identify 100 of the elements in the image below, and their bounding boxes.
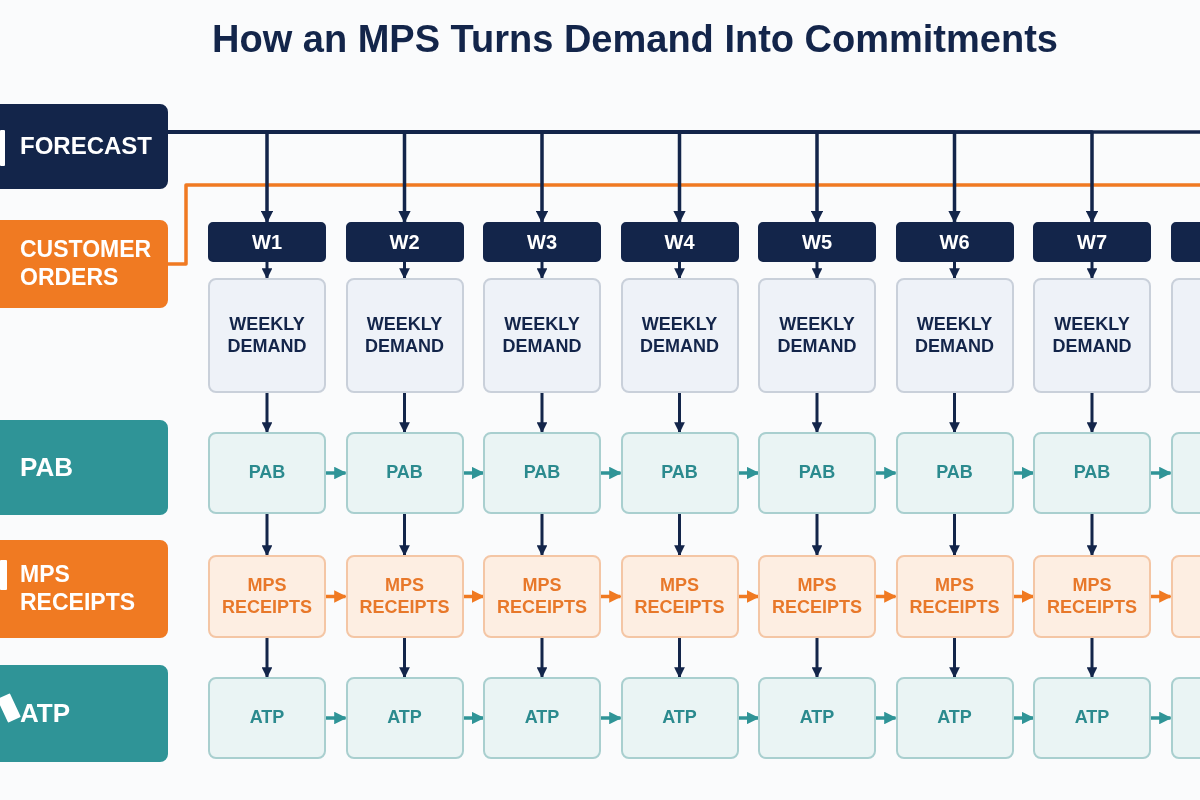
node-label: WEEKLY DEMAND	[501, 313, 583, 358]
arrow	[1013, 590, 1035, 603]
arrow	[674, 262, 685, 280]
arrow	[674, 393, 685, 434]
arrow	[1013, 711, 1035, 725]
node-label: WEEKLY DEMAND	[914, 313, 995, 358]
arrow	[399, 514, 410, 557]
row-label	[0, 420, 168, 515]
pab-box	[483, 432, 601, 514]
node-label: MPS RECEIPTS	[358, 574, 451, 619]
arrow	[1086, 262, 1098, 280]
node-label: W3	[527, 230, 557, 254]
arrow	[738, 590, 760, 603]
node-label: WEEKLY DEMAND	[226, 313, 308, 358]
node-label: ATP	[524, 707, 560, 729]
node-label: MPS RECEIPTS	[20, 561, 137, 617]
arrow	[1086, 393, 1098, 434]
node-label: PAB	[1073, 462, 1111, 484]
arrow	[463, 466, 485, 480]
week-header	[758, 222, 876, 262]
arrow	[536, 514, 548, 557]
arrow	[949, 262, 960, 280]
atp-box	[895, 677, 1014, 759]
arrow	[1151, 466, 1172, 480]
arrow	[536, 393, 548, 434]
pab-box	[895, 432, 1014, 514]
node-label: PAB	[386, 462, 423, 484]
connector-line	[168, 183, 1200, 266]
node-label: W1	[252, 230, 282, 254]
pab-box	[758, 432, 876, 514]
week-header	[895, 222, 1014, 262]
arrow	[326, 711, 347, 725]
node-label: MPS RECEIPTS	[496, 574, 588, 619]
arrow	[326, 466, 347, 480]
title: How an MPS Turns Demand Into Commitments	[211, 18, 1059, 61]
row-label	[0, 104, 168, 189]
arrow	[399, 393, 410, 434]
pab-box	[208, 432, 326, 514]
node-label: ATP	[20, 697, 71, 730]
week-header	[208, 222, 326, 262]
arrow	[1013, 466, 1035, 480]
week-header	[345, 222, 464, 262]
node-label: PAB	[661, 462, 698, 484]
node-label: CUSTOMER ORDERS	[20, 236, 153, 292]
arrow	[738, 466, 760, 480]
arrow	[674, 638, 685, 679]
row-label	[0, 540, 168, 638]
node-label: ATP	[1074, 707, 1110, 729]
arrow	[261, 514, 273, 557]
node-label: ATP	[249, 707, 285, 729]
node-label: PAB	[798, 462, 836, 484]
node-label: PAB	[523, 462, 561, 484]
arrow	[1151, 711, 1172, 725]
arrow	[811, 514, 823, 557]
arrow	[1086, 514, 1098, 557]
node-label: ATP	[387, 707, 422, 729]
arrow	[536, 638, 548, 679]
arrow	[876, 711, 897, 725]
week-header	[620, 222, 739, 262]
atp-box	[1033, 677, 1151, 759]
arrow	[536, 262, 548, 280]
node-label: FORECAST	[20, 132, 152, 161]
node-label: PAB	[936, 462, 973, 484]
demand-box	[895, 278, 1014, 393]
demand-box	[620, 278, 739, 393]
node-label: W6	[939, 230, 970, 254]
node-label: ATP	[662, 707, 697, 729]
demand-box	[758, 278, 876, 393]
receipts-box	[345, 555, 464, 638]
node-label: MPS RECEIPTS	[221, 574, 313, 619]
pab-box	[620, 432, 739, 514]
node-label: ATP	[937, 707, 972, 729]
atp-box	[483, 677, 601, 759]
node-label: MPS RECEIPTS	[633, 574, 726, 619]
week-header	[1033, 222, 1151, 262]
arrow	[326, 590, 347, 603]
node-label: MPS RECEIPTS	[771, 574, 863, 619]
arrow	[1151, 590, 1172, 603]
arrow	[601, 590, 622, 603]
arrow	[949, 514, 960, 557]
arrow	[876, 466, 897, 480]
arrow	[876, 590, 897, 603]
arrow	[738, 711, 760, 725]
arrow	[949, 393, 960, 434]
atp-box	[345, 677, 464, 759]
arrow	[674, 514, 685, 557]
receipts-box	[620, 555, 739, 638]
node-label: W7	[1077, 230, 1107, 254]
week-header	[483, 222, 601, 262]
node-label: MPS RECEIPTS	[1046, 574, 1138, 619]
arrow	[261, 638, 273, 679]
demand-box	[208, 278, 326, 393]
node-label: W2	[389, 230, 420, 254]
arrow	[399, 638, 410, 679]
node-label: WEEKLY DEMAND	[1051, 313, 1133, 358]
receipts-box	[1033, 555, 1151, 638]
arrow	[601, 466, 622, 480]
receipts-box	[208, 555, 326, 638]
node-label: MPS RECEIPTS	[908, 574, 1001, 619]
row-label	[0, 220, 168, 308]
